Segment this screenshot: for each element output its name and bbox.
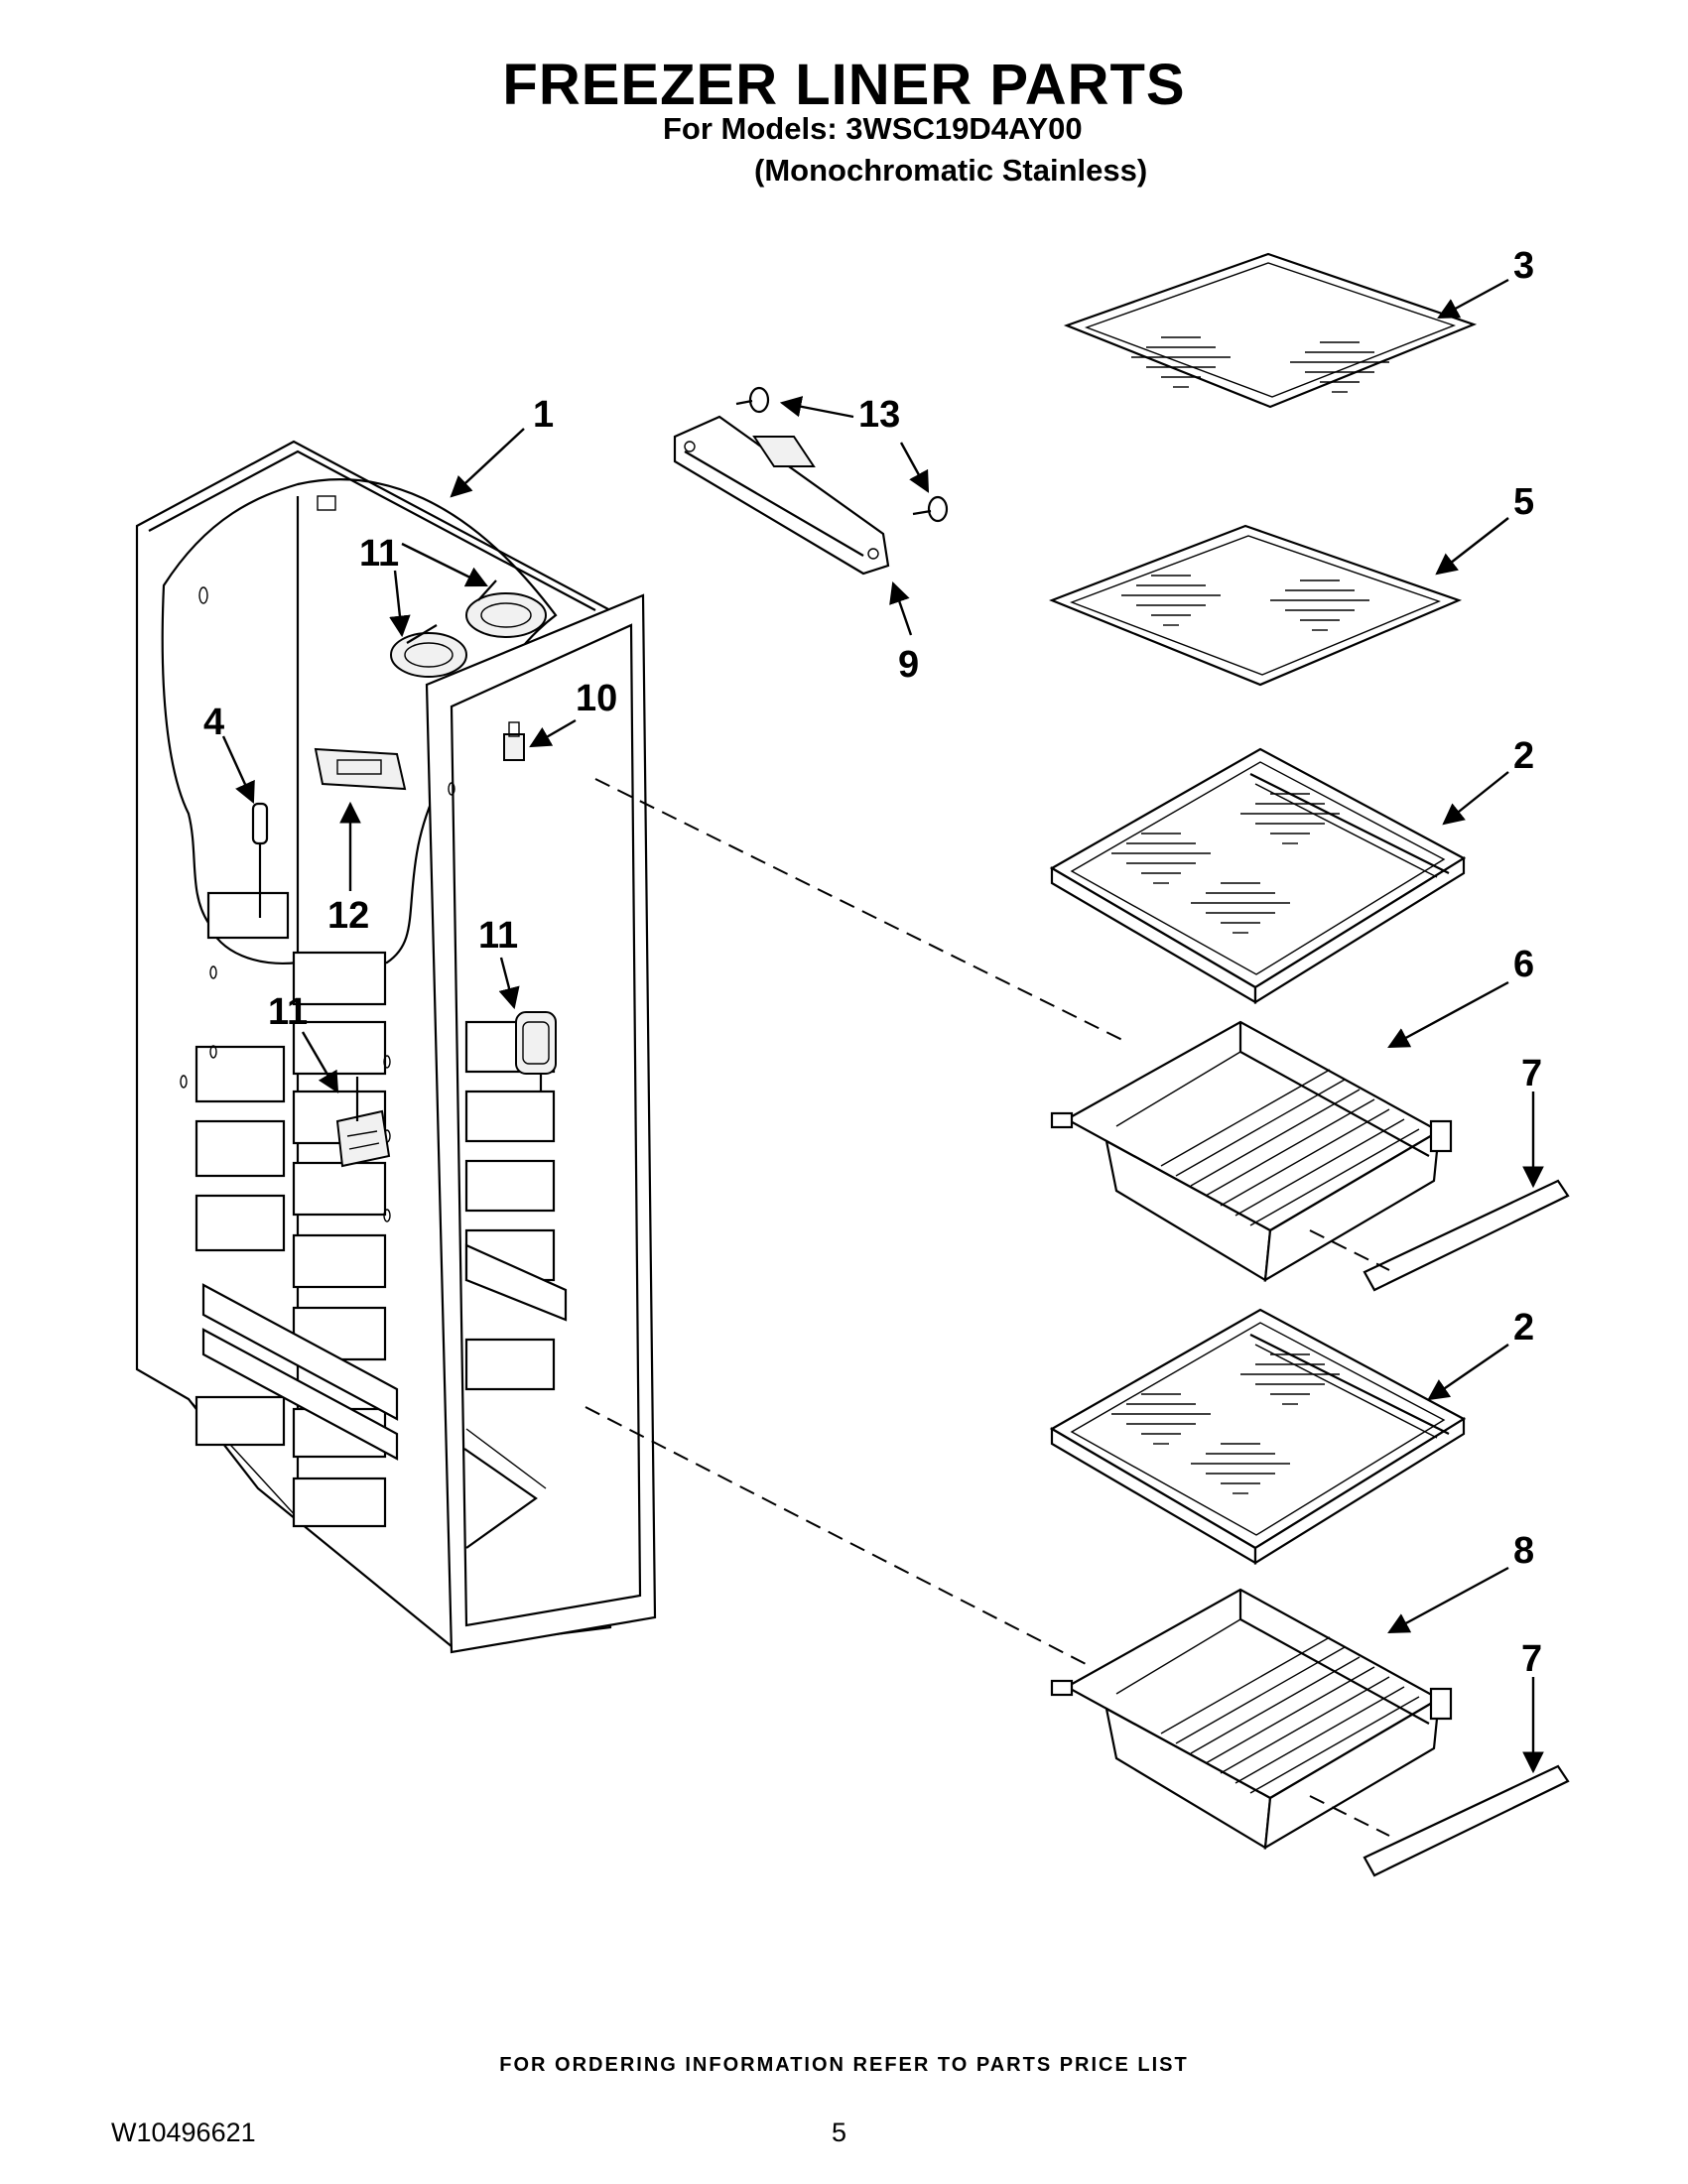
sensor-side-wall <box>515 1011 557 1092</box>
callout-12: 12 <box>327 895 369 937</box>
page-number: 5 <box>832 2118 847 2147</box>
callout-4: 4 <box>203 702 224 743</box>
sensor-rear-wall <box>335 1077 391 1168</box>
sensor-top-rear <box>465 579 547 638</box>
glass-shelf-second <box>1049 524 1463 687</box>
callout-8: 8 <box>1513 1530 1534 1572</box>
ordering-note: FOR ORDERING INFORMATION REFER TO PARTS … <box>499 2054 1189 2076</box>
freezer-liner <box>135 440 657 1654</box>
callout-11-top: 11 <box>359 533 399 575</box>
glass-shelf-top <box>1063 252 1478 409</box>
callout-13: 13 <box>858 394 900 436</box>
callout-2-lower: 2 <box>1513 1307 1534 1349</box>
framed-shelf-upper <box>1049 747 1467 1004</box>
callout-7-upper: 7 <box>1521 1053 1542 1094</box>
alignment-line-upper-rail <box>1309 1229 1390 1271</box>
sensor-top-front <box>390 624 467 678</box>
callout-11-rear: 11 <box>268 991 308 1033</box>
callout-5: 5 <box>1513 481 1534 523</box>
thermistor-probe <box>251 802 269 918</box>
control-housing <box>314 747 407 791</box>
alignment-line-lower-rail <box>1309 1795 1390 1837</box>
callout-9: 9 <box>898 644 919 686</box>
callout-10: 10 <box>576 678 617 719</box>
alignment-line-lower <box>584 1406 1093 1668</box>
liner-vent-panels <box>195 891 568 1528</box>
page-title: FREEZER LINER PARTS <box>502 53 1186 117</box>
rear-bracket <box>673 415 890 576</box>
callout-1: 1 <box>533 394 554 436</box>
document-number: W10496621 <box>111 2118 256 2147</box>
callout-11-wall: 11 <box>478 915 518 957</box>
finish-line: (Monochromatic Stainless) <box>754 153 1148 188</box>
callout-3: 3 <box>1513 245 1534 287</box>
framed-shelf-lower <box>1049 1308 1467 1565</box>
drawer-rail-upper <box>1363 1179 1570 1292</box>
door-switch <box>503 721 525 761</box>
callout-7-lower: 7 <box>1521 1638 1542 1680</box>
callout-6: 6 <box>1513 944 1534 985</box>
leader-arrows <box>221 278 1544 1774</box>
freezer-drawer-lower <box>1050 1588 1453 1851</box>
screw-lower <box>912 495 949 523</box>
alignment-line-upper <box>594 778 1127 1043</box>
drawer-rail-lower <box>1363 1764 1570 1877</box>
models-line: For Models: 3WSC19D4AY00 <box>663 111 1083 146</box>
freezer-drawer-upper <box>1050 1020 1453 1283</box>
screw-upper <box>735 386 770 414</box>
callout-2-upper: 2 <box>1513 735 1534 777</box>
